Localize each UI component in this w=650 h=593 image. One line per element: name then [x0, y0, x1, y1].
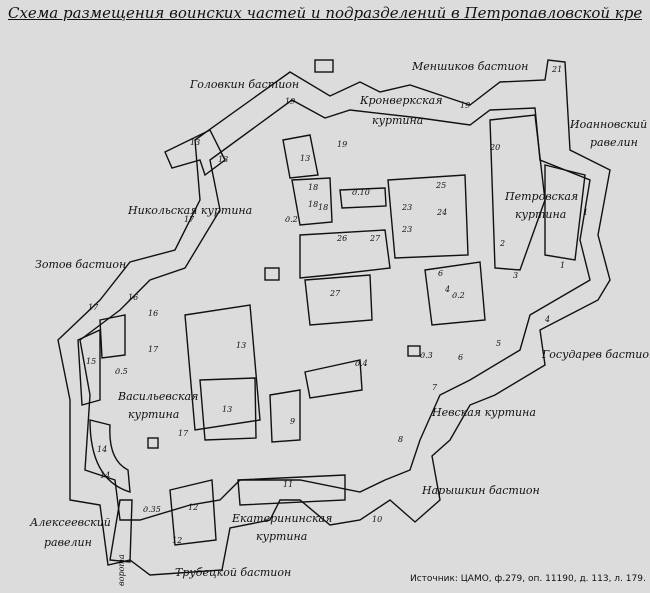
unit-number-45: 27	[369, 234, 381, 243]
unit-number-38: 16	[128, 293, 138, 302]
unit-number-25: 7	[432, 383, 438, 392]
unit-number-37: 15	[86, 357, 96, 366]
unit-number-9: 18	[308, 200, 318, 209]
unit-number-7: 13	[300, 154, 310, 163]
unit-number-18: 4	[444, 285, 450, 294]
label-golovkin-bastion: Головкин бастион	[189, 78, 299, 91]
unit-number-51: д.35	[143, 505, 161, 514]
label-kronverk-curtain: Кронверкская	[359, 94, 443, 107]
unit-number-28: 9	[290, 417, 295, 426]
label-vasil-curtain: Васильевская	[117, 390, 198, 403]
label-zotov-bastion: Зотов бастион	[35, 258, 126, 271]
unit-number-3: 20	[489, 143, 500, 152]
unit-number-33: 13	[222, 405, 232, 414]
label-petrov-curtain-2: куртина	[515, 208, 566, 221]
unit-number-6: 13	[218, 155, 228, 164]
unit-number-22: 1	[560, 261, 565, 270]
unit-number-50: д.5	[115, 367, 128, 376]
unit-number-15: 24	[436, 208, 447, 217]
unit-number-23: 5	[496, 339, 501, 348]
unit-number-41: 17	[88, 303, 99, 312]
unit-number-1: 19	[337, 140, 347, 149]
unit-number-4: 21	[551, 65, 562, 74]
label-ekaterin-curtain: Екатерининская	[231, 512, 332, 525]
unit-number-34: 13	[236, 341, 246, 350]
unit-number-2: 19	[460, 101, 470, 110]
label-gosudarev-bastion: Государев бастион	[541, 348, 650, 361]
label-menshikov-bastion: Меншиков бастион	[411, 60, 528, 73]
unit-number-17: 6	[438, 269, 443, 278]
fortress-outline	[57, 59, 611, 576]
unit-number-13: 25	[435, 181, 446, 190]
label-ioannov-ravelin-2: равелин	[590, 136, 638, 149]
label-trubetskoy-bastion: Трубецкой бастион	[175, 566, 291, 579]
unit-number-32: 12	[188, 503, 198, 512]
unit-number-47: д.2	[452, 291, 465, 300]
label-vasil-curtain-2: куртина	[128, 408, 179, 421]
unit-number-48: д.3	[420, 351, 433, 360]
label-kronverk-curtain-2: куртина	[372, 114, 423, 127]
unit-number-29: 10	[372, 515, 382, 524]
inner-wall	[79, 99, 591, 521]
unit-number-36: 14	[100, 471, 110, 480]
unit-number-31: 12	[172, 536, 182, 545]
ravelin-arc	[89, 419, 131, 493]
unit-number-49: д.4	[355, 359, 368, 368]
unit-number-20: 1	[583, 208, 588, 217]
unit-number-14: 23	[401, 203, 412, 212]
unit-number-12: д.10	[352, 188, 370, 197]
unit-number-24: 4	[544, 315, 550, 324]
label-ioannov-ravelin: Иоанновский	[569, 118, 647, 131]
unit-number-43: 17	[178, 429, 189, 438]
label-gates: ворота	[117, 554, 126, 586]
unit-number-5: 13	[190, 138, 200, 147]
unit-number-11: д.2	[285, 215, 298, 224]
unit-number-0: 19	[285, 97, 295, 106]
unit-number-42: 17	[148, 345, 159, 354]
unit-number-16: 23	[401, 225, 412, 234]
unit-number-39: 16	[148, 309, 158, 318]
unit-number-27: 8	[398, 435, 403, 444]
label-nikolsk-curtain: Никольская куртина	[127, 204, 252, 217]
unit-number-21: 3	[513, 271, 518, 280]
unit-number-35: 14	[97, 445, 107, 454]
unit-number-8: 18	[308, 183, 318, 192]
unit-number-30: 11	[283, 480, 293, 489]
unit-number-26: 6	[458, 353, 463, 362]
unit-number-46: 27	[329, 289, 341, 298]
map-title: Схема размещения воинских частей и подра…	[8, 4, 642, 22]
source-note: Источник: ЦАМО, ф.279, оп. 11190, д. 113…	[410, 574, 646, 584]
unit-number-44: 26	[336, 234, 347, 243]
label-alekseev-ravelin: Алексеевский	[29, 516, 111, 529]
label-petrov-curtain: Петровская	[504, 190, 578, 203]
label-alekseev-ravelin-2: равелин	[44, 536, 92, 549]
unit-number-40: 17	[184, 215, 195, 224]
unit-number-19: 2	[499, 239, 505, 248]
label-naryshkin-bastion: Нарышкин бастион	[421, 484, 540, 497]
unit-number-10: 18	[318, 203, 328, 212]
label-nevsk-curtain: Невская куртина	[431, 406, 536, 419]
outer-wall	[57, 59, 611, 576]
label-ekaterin-curtain-2: куртина	[256, 530, 307, 543]
map-labels: Головкин бастион Меншиков бастион Кронве…	[29, 60, 650, 586]
